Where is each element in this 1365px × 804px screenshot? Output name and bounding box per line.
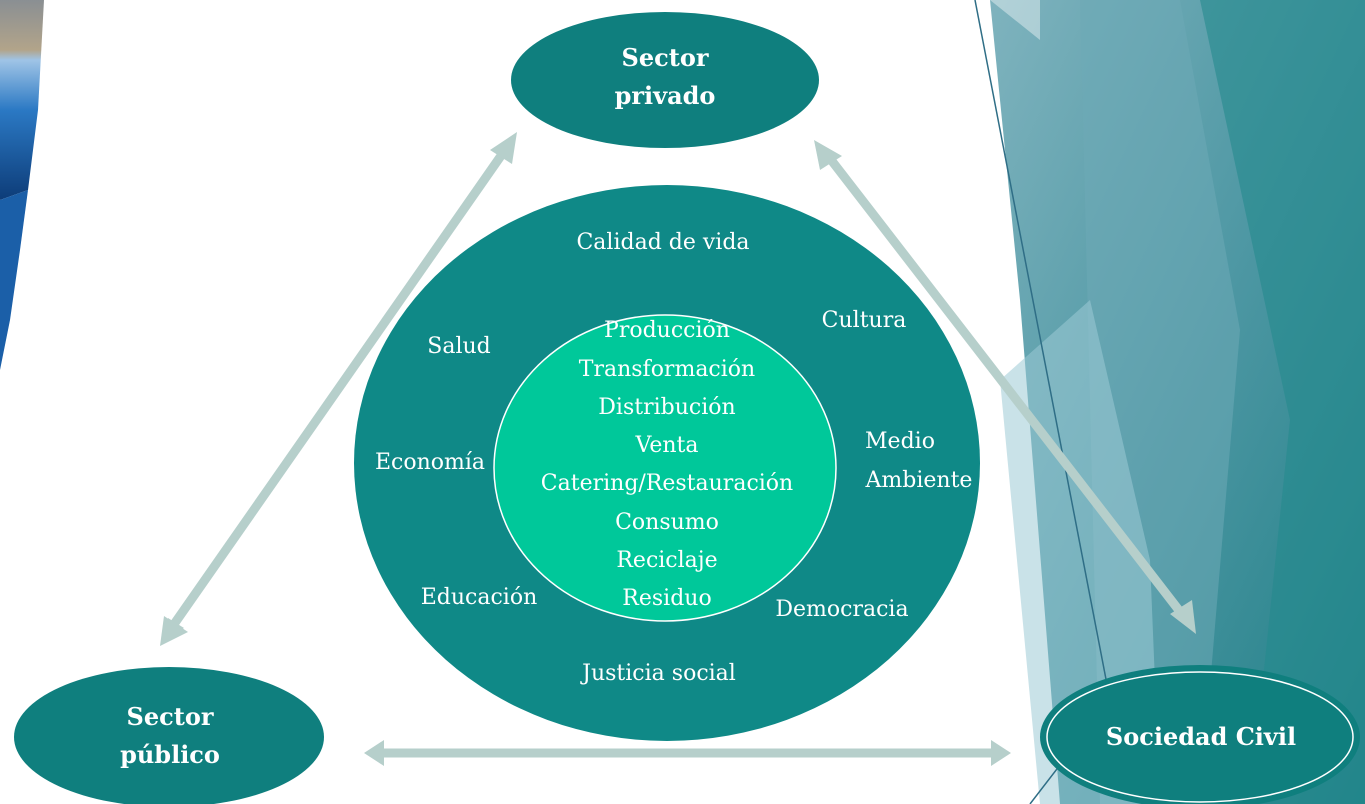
inner-label-residuo: Residuo [622, 586, 711, 611]
arrow-publico-sociedad [364, 740, 1011, 766]
inner-circle-labels: Producción Transformación Distribución V… [541, 318, 793, 611]
node-sector-privado-line1: Sector [622, 43, 709, 72]
inner-label-produccion: Producción [604, 318, 730, 343]
arrow-privado-publico [160, 132, 517, 646]
inner-label-transformacion: Transformación [579, 357, 755, 382]
node-sector-publico-line2: público [120, 740, 220, 769]
node-sector-publico-line1: Sector [127, 702, 214, 731]
arrow-privado-sociedad [814, 140, 1196, 634]
inner-label-catering: Catering/Restauración [541, 471, 793, 496]
node-sector-publico: Sector público [14, 667, 324, 804]
node-sector-privado: Sector privado [511, 12, 819, 148]
label-calidad-de-vida: Calidad de vida [576, 230, 749, 255]
inner-label-reciclaje: Reciclaje [616, 548, 717, 573]
label-salud: Salud [427, 334, 490, 359]
inner-label-venta: Venta [634, 433, 698, 458]
inner-label-consumo: Consumo [615, 510, 719, 535]
node-sociedad-civil: Sociedad Civil [1040, 665, 1360, 804]
label-democracia: Democracia [775, 597, 908, 622]
relationship-arrows [160, 132, 1196, 766]
decorative-photo-strip [0, 0, 44, 370]
label-cultura: Cultura [822, 308, 907, 333]
inner-label-distribucion: Distribución [598, 395, 735, 420]
node-sector-privado-line2: privado [615, 81, 716, 110]
label-justicia-social: Justicia social [580, 661, 736, 686]
label-educacion: Educación [421, 585, 538, 610]
label-economia: Economía [375, 450, 485, 475]
inner-circle [493, 314, 837, 622]
node-sociedad-civil-label: Sociedad Civil [1106, 722, 1296, 751]
label-ambiente: Ambiente [865, 468, 973, 493]
label-medio: Medio [865, 429, 935, 454]
